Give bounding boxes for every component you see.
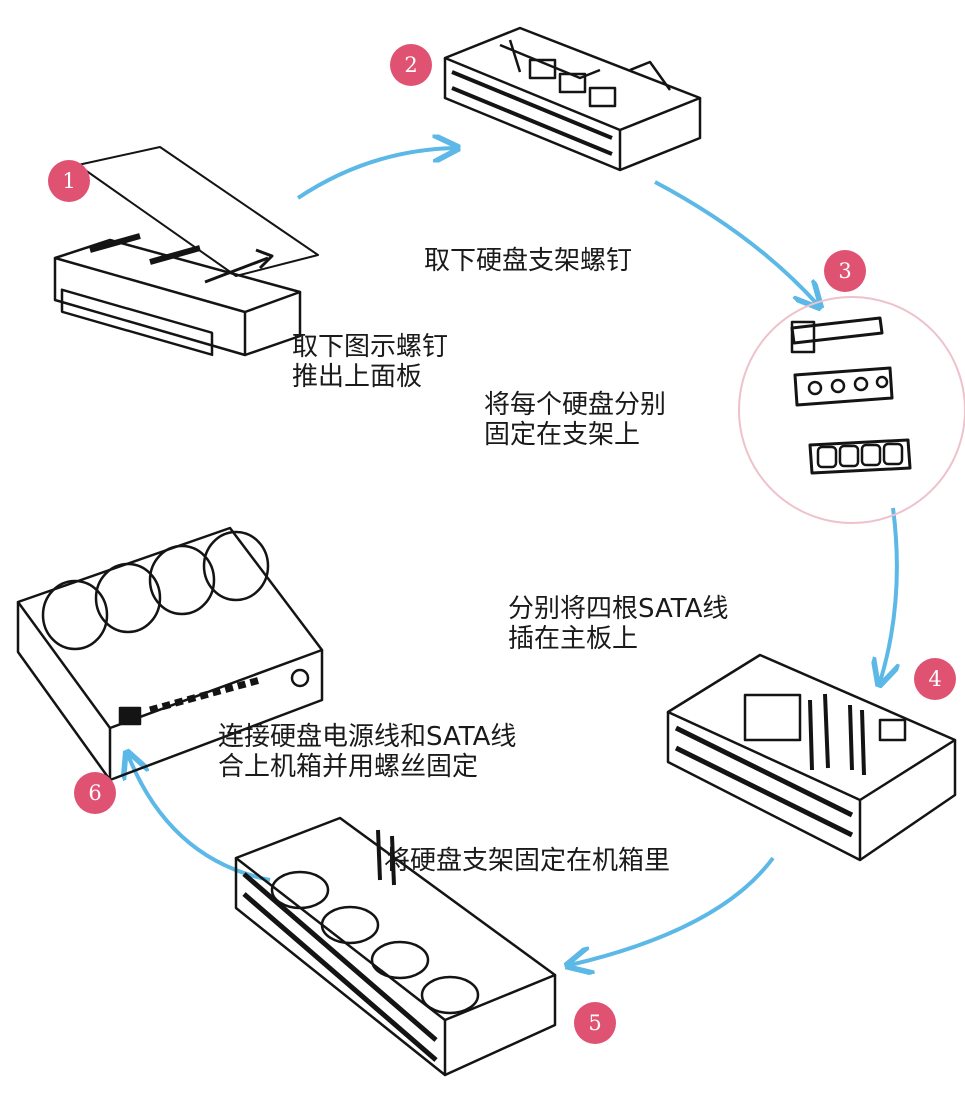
arrow-3-to-4 <box>880 507 897 682</box>
step-number: 4 <box>928 667 942 691</box>
chassis-step-4 <box>666 653 957 862</box>
arrow-2-to-3 <box>654 180 818 305</box>
caption-line: 将硬盘支架固定在机箱里 <box>384 846 671 876</box>
step-badge-4: 4 <box>914 658 956 700</box>
caption-line: 分别将四根SATA线 <box>508 594 729 624</box>
chassis-step-5 <box>234 816 557 1077</box>
step-number: 6 <box>88 781 102 805</box>
step-number: 1 <box>62 169 76 193</box>
bracket-parts-step-3 <box>790 316 912 475</box>
step-1-caption: 取下图示螺钉推出上面板 <box>292 332 448 392</box>
step-number: 5 <box>588 1011 602 1035</box>
step-number: 2 <box>404 53 418 77</box>
step-2-caption: 取下硬盘支架螺钉 <box>424 246 632 276</box>
step-badge-3: 3 <box>824 250 866 292</box>
step-badge-1: 1 <box>48 160 90 202</box>
caption-line: 推出上面板 <box>292 362 423 392</box>
chassis-step-6 <box>16 526 324 782</box>
chassis-step-1 <box>53 146 319 357</box>
caption-line: 合上机箱并用螺丝固定 <box>218 752 479 782</box>
step-6-caption: 连接硬盘电源线和SATA线合上机箱并用螺丝固定 <box>218 722 516 782</box>
step-badge-6: 6 <box>74 772 116 814</box>
step-4-caption: 分别将四根SATA线插在主板上 <box>508 594 728 654</box>
step-badge-2: 2 <box>390 44 432 86</box>
caption-line: 取下硬盘支架螺钉 <box>424 246 633 276</box>
step-number: 3 <box>838 259 852 283</box>
caption-line: 将每个硬盘分别 <box>484 390 667 420</box>
caption-line: 连接硬盘电源线和SATA线 <box>218 722 517 752</box>
chassis-step-2 <box>443 26 702 172</box>
step-3-caption: 将每个硬盘分别固定在支架上 <box>484 390 666 450</box>
caption-line: 取下图示螺钉 <box>292 332 449 362</box>
caption-line: 固定在支架上 <box>484 420 641 450</box>
caption-line: 插在主板上 <box>508 624 639 654</box>
step-badge-5: 5 <box>574 1002 616 1044</box>
step-5-caption: 将硬盘支架固定在机箱里 <box>384 846 670 876</box>
arrow-4-to-5 <box>570 856 775 965</box>
detail-circle <box>738 296 965 524</box>
arrow-1-to-2 <box>296 148 455 200</box>
